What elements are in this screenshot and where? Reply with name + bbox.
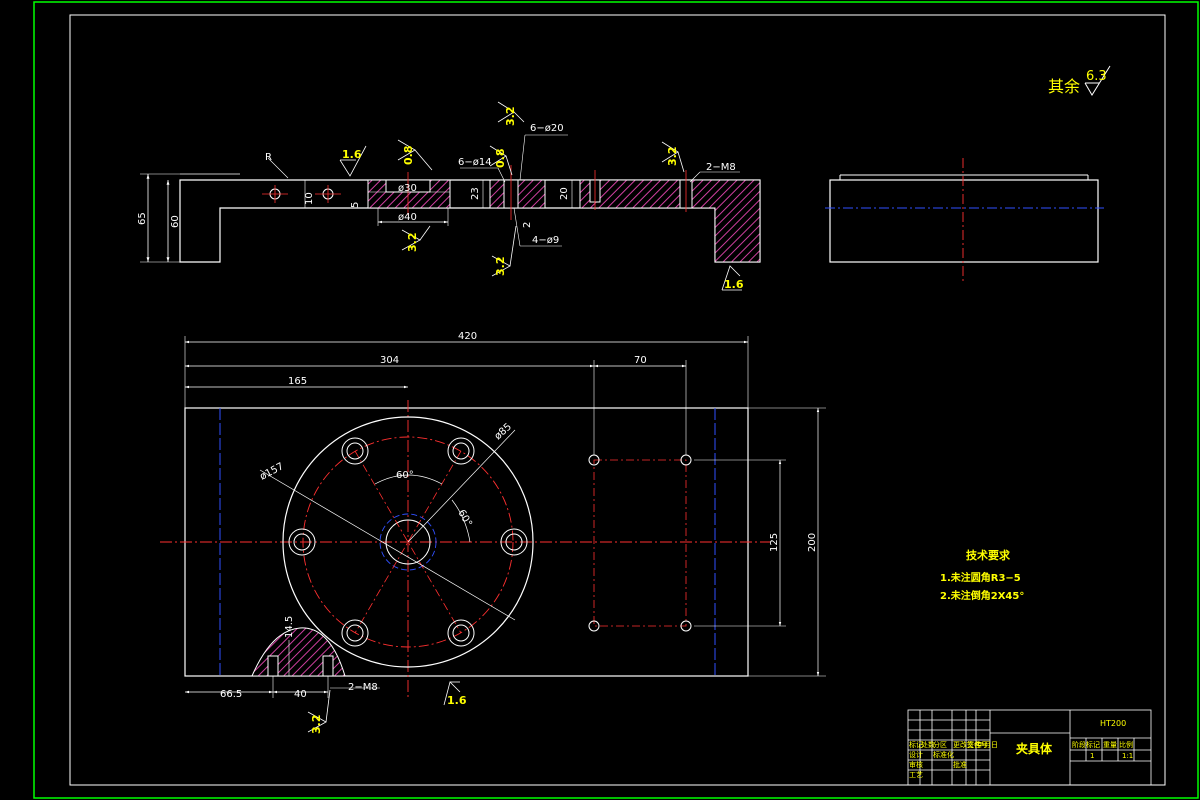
roughness-0-8-left: 0.8	[397, 139, 433, 171]
flange-circle	[282, 416, 534, 668]
roughness-3-2-bottom-left: 3.2	[401, 225, 431, 253]
roughness-0-8-center: 0.8	[489, 145, 513, 176]
dim-23: 23	[470, 187, 481, 200]
tech-requirements: 技术要求 1.未注圆角R3−5 2.未注倒角2X45°	[940, 548, 1024, 602]
top-view: 420 304 70 165 200 125 66.5 40 14.5 ø157…	[160, 331, 826, 734]
dim-60: 60	[170, 215, 181, 228]
label-phi40: ø40	[398, 212, 417, 223]
svg-text:1.6: 1.6	[724, 278, 744, 291]
svg-text:审核: 审核	[909, 760, 923, 769]
roughness-3-2-bottom-center: 3.2	[491, 225, 517, 277]
sheet-outer-border	[33, 1, 1199, 799]
label-6-phi14: 6−ø14	[458, 157, 492, 168]
tech-req-item-1: 1.未注圆角R3−5	[940, 571, 1021, 584]
roughness-3-2-right: 3.2	[661, 141, 685, 173]
svg-text:批准: 批准	[953, 760, 967, 769]
label-r: R	[265, 152, 272, 163]
label-2-m8-front: 2−M8	[706, 162, 736, 173]
svg-text:0.8: 0.8	[494, 149, 507, 169]
svg-text:0.8: 0.8	[402, 146, 415, 166]
svg-text:3.2: 3.2	[504, 107, 517, 127]
dim-125: 125	[769, 533, 780, 552]
surface-finish-note: 其余 6.3	[1048, 65, 1111, 96]
svg-text:标记: 标记	[909, 740, 923, 749]
label-angle-2: 60°	[455, 508, 473, 529]
small-holes	[588, 454, 692, 632]
svg-text:签名: 签名	[967, 740, 981, 749]
svg-text:年月日: 年月日	[977, 740, 998, 749]
svg-text:标准化: 标准化	[933, 750, 954, 759]
title-block-text: 夹具体 HT200 标记 处数 分区 更改文件号 签名 年月日 设计 标准化 审…	[909, 719, 1133, 779]
dim-420: 420	[458, 331, 477, 342]
surface-finish-label: 其余	[1048, 77, 1080, 96]
roughness-1-6-top-view: 1.6	[443, 681, 467, 707]
roughness-3-2-top-view: 3.2	[307, 689, 331, 735]
tech-req-item-2: 2.未注倒角2X45°	[940, 589, 1024, 602]
bolt-holes	[288, 437, 528, 647]
svg-text:3.2: 3.2	[310, 715, 323, 735]
label-phi85: ø85	[493, 421, 514, 442]
front-view: 65 60 10 5 23 20 2 ø30 ø40 R 6−ø14	[137, 101, 761, 291]
svg-text:3.2: 3.2	[666, 147, 679, 167]
dim-66-5: 66.5	[220, 689, 242, 700]
center-bore-outer	[385, 519, 431, 565]
dim-14-5: 14.5	[284, 616, 295, 638]
roughness-1-6-top: 1.6	[339, 145, 367, 177]
svg-text:处数: 处数	[921, 740, 935, 749]
label-angle-1: 60°	[396, 470, 414, 481]
side-view	[825, 158, 1104, 284]
tech-req-title: 技术要求	[966, 548, 1011, 562]
sheet-inner-border	[69, 14, 1166, 786]
svg-text:1: 1	[1090, 752, 1094, 760]
svg-text:比例: 比例	[1119, 740, 1133, 749]
dim-10: 10	[304, 192, 315, 205]
svg-text:阶段标记: 阶段标记	[1072, 740, 1100, 749]
label-4-phi9: 4−ø9	[532, 235, 559, 246]
dim-65: 65	[137, 212, 148, 225]
dim-200: 200	[807, 533, 818, 552]
svg-text:1:1: 1:1	[1122, 752, 1133, 760]
svg-text:3.2: 3.2	[494, 257, 507, 277]
dim-5: 5	[350, 202, 361, 208]
dim-70: 70	[634, 355, 647, 366]
svg-text:设计: 设计	[909, 750, 923, 759]
svg-text:更改文件号: 更改文件号	[953, 740, 988, 749]
svg-text:3.2: 3.2	[406, 233, 419, 253]
roughness-1-6-bottom: 1.6	[721, 265, 744, 291]
label-phi30: ø30	[398, 183, 417, 194]
material: HT200	[1100, 719, 1126, 728]
label-2-m8-top-view: 2−M8	[348, 682, 378, 693]
part-name: 夹具体	[1016, 741, 1053, 756]
dim-2: 2	[522, 222, 533, 228]
svg-text:1.6: 1.6	[342, 148, 362, 161]
svg-text:1.6: 1.6	[447, 694, 467, 707]
roughness-3-2-top: 3.2	[497, 101, 525, 127]
svg-text:重量: 重量	[1103, 741, 1117, 749]
title-block	[907, 709, 1152, 786]
dim-20: 20	[559, 187, 570, 200]
section-hatch-right	[579, 179, 761, 263]
dim-40: 40	[294, 689, 307, 700]
dim-165: 165	[288, 376, 307, 387]
svg-text:分区: 分区	[933, 740, 947, 749]
svg-text:工艺: 工艺	[909, 771, 923, 779]
dim-304: 304	[380, 355, 399, 366]
label-phi157: ø157	[258, 461, 285, 483]
surface-finish-value: 6.3	[1086, 69, 1107, 84]
label-6-phi20: 6−ø20	[530, 123, 564, 134]
